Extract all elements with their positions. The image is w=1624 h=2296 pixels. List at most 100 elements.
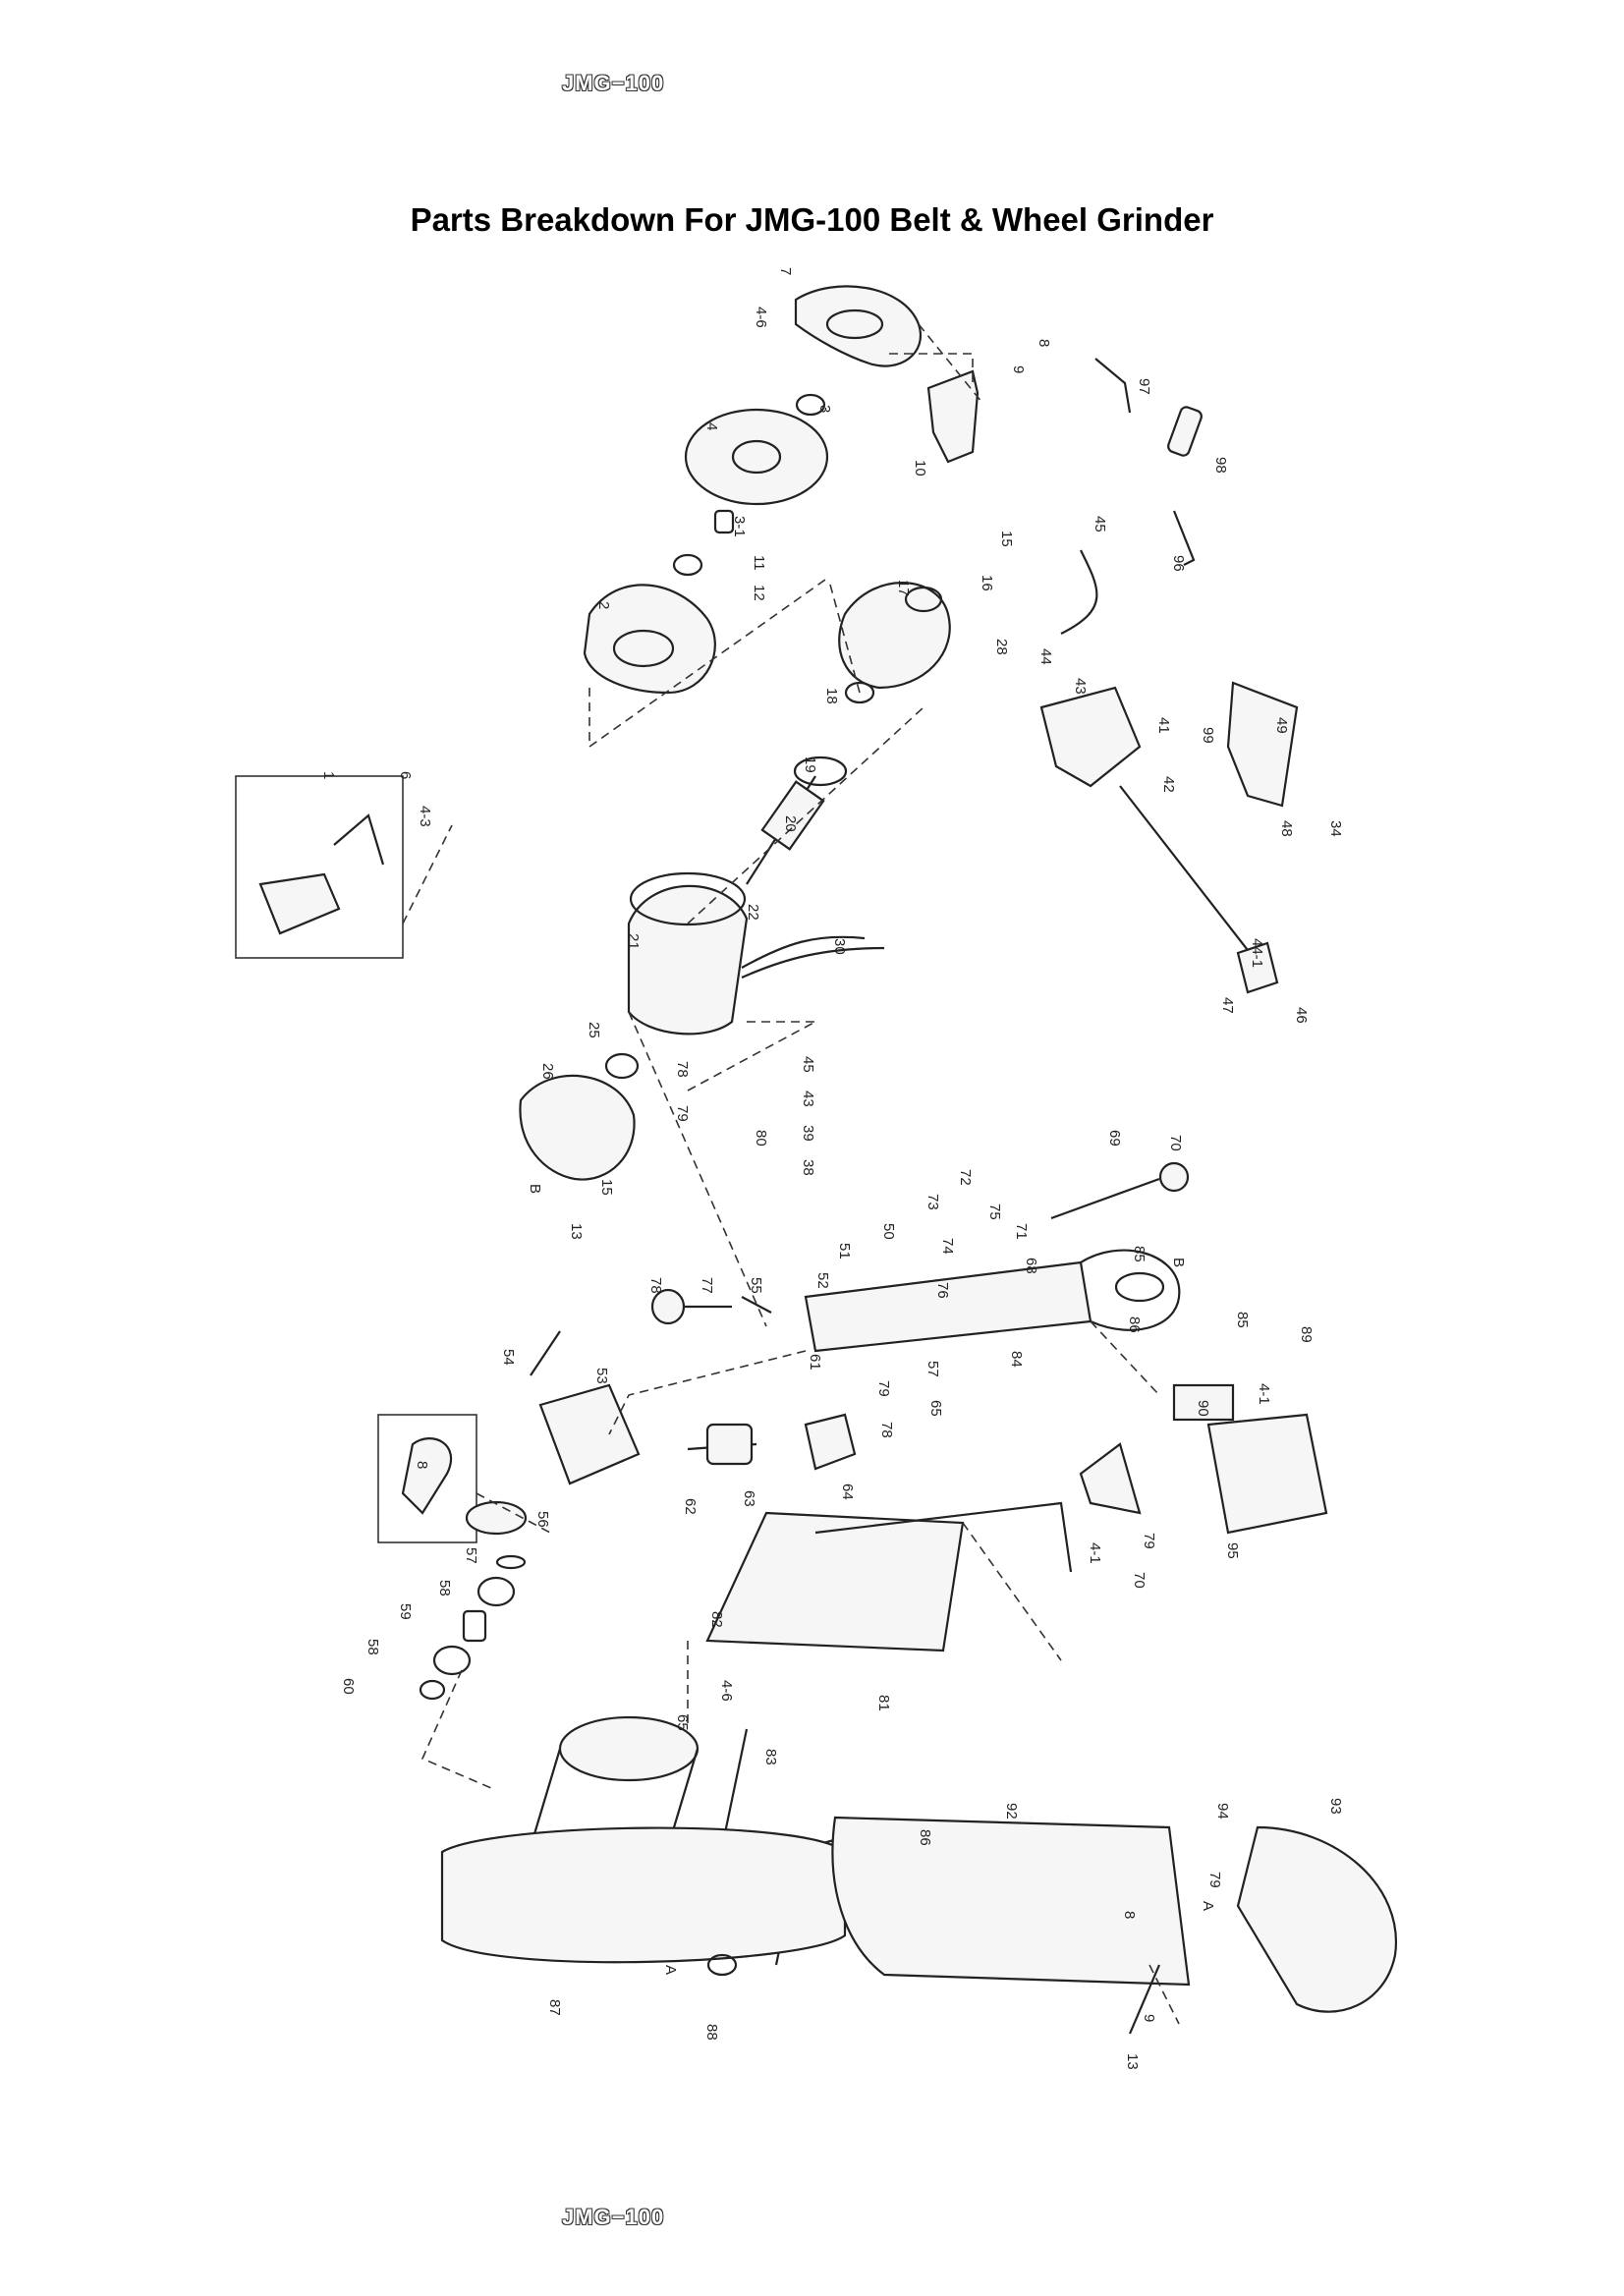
wheel-cover-housing: [583, 584, 716, 695]
callout-53: 53: [593, 1368, 610, 1384]
callout-64: 64: [839, 1484, 856, 1500]
callout-85: 85: [1234, 1312, 1251, 1328]
spacer-bushing: [713, 509, 735, 534]
callout-52: 52: [814, 1272, 831, 1289]
callout-82: 82: [708, 1611, 725, 1628]
rotor-shaft: [746, 775, 825, 885]
callout-19: 19: [802, 756, 818, 773]
callout-71: 71: [1013, 1223, 1030, 1240]
page-title: Parts Breakdown For JMG-100 Belt & Wheel…: [410, 201, 1214, 238]
mounting-bracket-assembly: [235, 775, 404, 959]
callout-4-1: 4-1: [1087, 1542, 1103, 1564]
motor-stator-housing: [627, 871, 749, 1036]
callout-43: 43: [800, 1091, 816, 1107]
callout-84: 84: [1008, 1351, 1025, 1368]
callout-30: 30: [831, 938, 848, 955]
callout-11: 11: [751, 555, 767, 571]
callout-78: 78: [878, 1422, 895, 1438]
callout-43: 43: [1072, 678, 1089, 695]
hex-wrench: [1094, 358, 1132, 414]
tracking-knob: [1050, 1161, 1190, 1220]
callout-b: B: [527, 1184, 543, 1194]
callout-44-1: 44-1: [1249, 938, 1265, 968]
callout-4-3: 4-3: [417, 806, 433, 827]
callout-79: 79: [1206, 1872, 1223, 1888]
callout-90: 90: [1195, 1400, 1211, 1417]
main-arm-frame: [804, 1249, 1181, 1353]
callout-79: 79: [674, 1105, 691, 1122]
callout-51: 51: [836, 1243, 853, 1260]
callout-39: 39: [800, 1125, 816, 1142]
callout-13: 13: [568, 1223, 585, 1240]
callout-86: 86: [917, 1829, 933, 1846]
cooling-fan: [793, 756, 848, 787]
assembly-leader-lines: [402, 323, 1180, 2025]
callout-45: 45: [800, 1056, 816, 1073]
callout-59: 59: [397, 1603, 414, 1620]
callout-78: 78: [647, 1277, 664, 1294]
callout-83: 83: [762, 1749, 779, 1765]
tension-rod: [720, 1728, 749, 1848]
callout-97: 97: [1136, 378, 1152, 395]
callout-86: 86: [1126, 1316, 1143, 1333]
callout-70: 70: [1167, 1135, 1184, 1151]
callout-76: 76: [934, 1282, 951, 1299]
callout-7: 7: [777, 267, 794, 275]
callout-47: 47: [1219, 997, 1236, 1014]
callout-38: 38: [800, 1159, 816, 1176]
callout-18: 18: [823, 688, 840, 704]
retaining-ring: [495, 1554, 527, 1570]
callout-41: 41: [1155, 717, 1172, 734]
switch-box: [1039, 686, 1142, 788]
guard-bracket: [926, 369, 980, 464]
callout-85: 85: [1131, 1246, 1148, 1262]
callout-2: 2: [595, 601, 612, 609]
callout-26: 26: [539, 1063, 556, 1080]
tracking-shaft: [530, 1330, 561, 1376]
callout-15: 15: [998, 531, 1015, 547]
grinding-wheel: [684, 408, 829, 506]
idler-bearing-2: [432, 1645, 472, 1676]
callout-34: 34: [1327, 820, 1344, 837]
tracking-bracket: [804, 1413, 857, 1471]
tool-sleeve: [1167, 406, 1203, 457]
switch-cord: [1060, 549, 1098, 635]
callout-57: 57: [463, 1547, 479, 1564]
callout-70: 70: [1131, 1572, 1148, 1589]
callout-9: 9: [1010, 365, 1027, 373]
footer-model-label: JMG−100: [562, 2205, 665, 2229]
callout-79: 79: [875, 1380, 892, 1397]
callout-50: 50: [880, 1223, 897, 1240]
callout-65: 65: [927, 1400, 944, 1417]
callout-54: 54: [500, 1349, 517, 1366]
motor-end-bell: [838, 582, 951, 690]
callout-75: 75: [986, 1204, 1003, 1220]
callout-79: 79: [1141, 1533, 1157, 1549]
callout-68: 68: [1023, 1258, 1039, 1274]
callout-12: 12: [751, 585, 767, 601]
pivot-block: [538, 1383, 641, 1485]
callout-3-1: 3-1: [731, 516, 748, 537]
callout-55: 55: [748, 1277, 764, 1294]
callout-72: 72: [957, 1169, 974, 1186]
callout-6: 6: [397, 771, 414, 779]
dust-hood: [1236, 1825, 1398, 2013]
callout-96: 96: [1170, 555, 1187, 572]
callout-60: 60: [340, 1678, 357, 1695]
callout-48: 48: [1278, 820, 1295, 837]
callout-8: 8: [1121, 1911, 1138, 1919]
wheel-guard: [794, 285, 922, 367]
callout-4-6: 4-6: [718, 1680, 735, 1702]
callout-16: 16: [979, 575, 995, 591]
callout-13: 13: [1124, 2053, 1141, 2070]
rear-bearing: [604, 1052, 640, 1080]
callout-49: 49: [1273, 717, 1290, 734]
platen-plate: [705, 1511, 965, 1652]
callout-98: 98: [1212, 457, 1229, 474]
guard-bolt: [1128, 1964, 1161, 2035]
callout-4-6: 4-6: [753, 307, 769, 328]
callout-80: 80: [753, 1130, 769, 1147]
callout-25: 25: [586, 1022, 602, 1038]
open-wrench: [1172, 510, 1196, 566]
